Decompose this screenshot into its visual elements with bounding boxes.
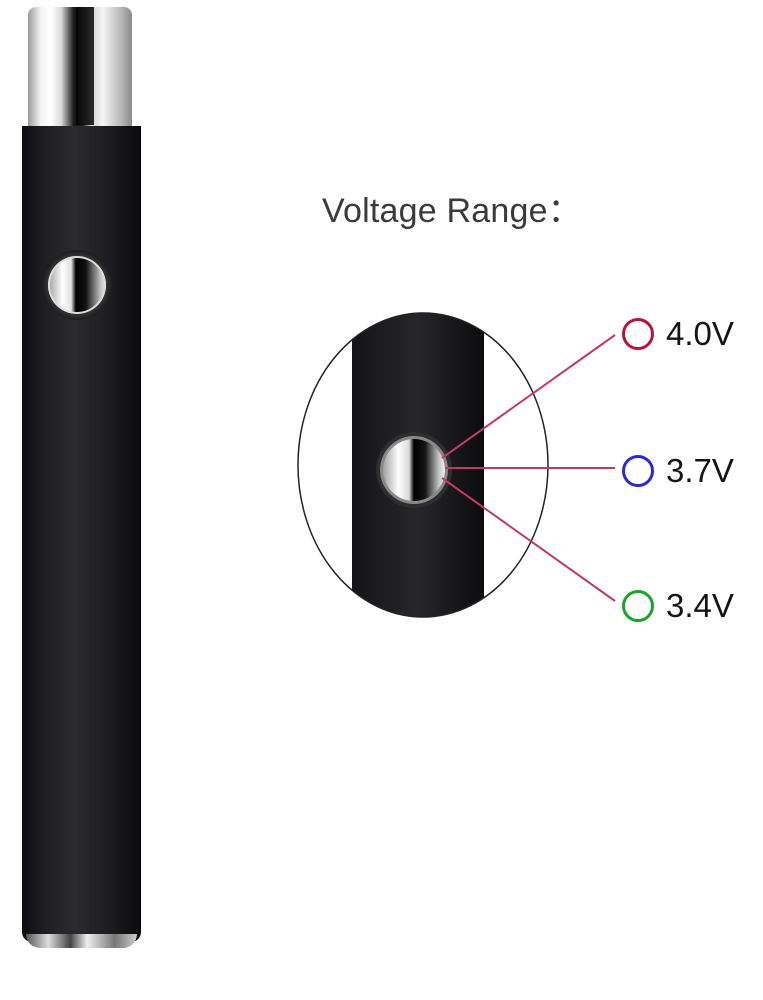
voltage-label: 3.4V [666,587,734,624]
vape-battery-pen [0,0,170,1000]
voltage-range-title: Voltage Range： [322,192,582,230]
voltage-option-4-0v: 4.0V [622,315,734,353]
voltage-option-3-7v: 3.7V [622,452,734,490]
red-circle-icon [622,318,654,350]
blue-circle-icon [622,455,654,487]
power-button [42,250,112,320]
power-button-face [48,256,106,314]
connector-slot [76,7,94,125]
green-circle-icon [622,590,654,622]
voltage-option-3-4v: 3.4V [622,587,734,625]
zoom-detail-diagram [297,312,616,618]
battery-body [22,126,141,942]
voltage-label: 4.0V [666,315,734,352]
metal-base-ring [26,934,137,948]
voltage-label: 3.7V [666,452,734,489]
